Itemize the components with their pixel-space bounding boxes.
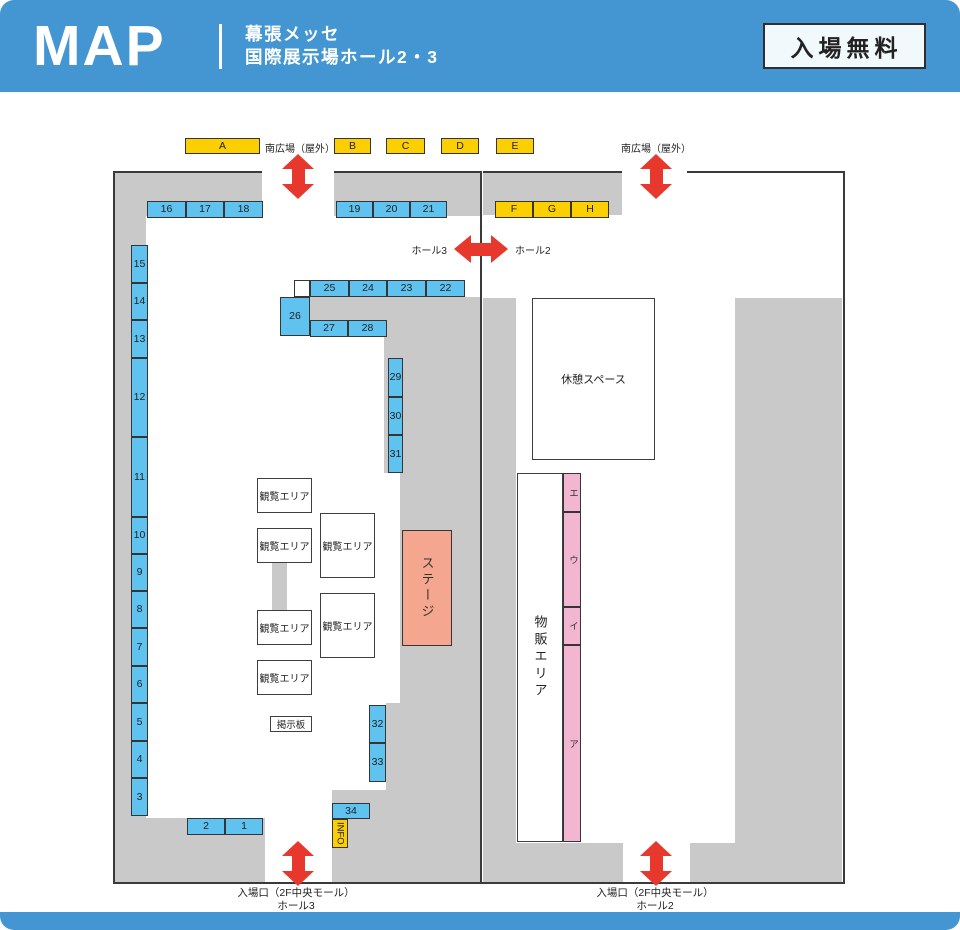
map-border <box>334 171 481 173</box>
map-border <box>113 882 845 884</box>
venue-name: 幕張メッセ 国際展示場ホール2・3 <box>245 23 438 69</box>
viewing-area-box: 観覧エリア <box>320 593 375 658</box>
booth-15: 15 <box>131 245 148 283</box>
booth-D: D <box>441 138 479 154</box>
hall-corridor-arrow <box>454 235 508 263</box>
booth-31: 31 <box>388 435 403 473</box>
info-label: INFO <box>334 822 346 845</box>
booth-G: G <box>533 201 571 218</box>
booth-1: 1 <box>225 818 263 835</box>
viewing-area-box: 観覧エリア <box>320 513 375 578</box>
bulletin-board-label: 掲示板 <box>276 720 306 731</box>
wall <box>483 843 623 883</box>
booth-7: 7 <box>131 628 148 666</box>
wall <box>735 298 842 883</box>
booth-2: 2 <box>187 818 225 835</box>
booth-16: 16 <box>147 201 186 218</box>
booth-10: 10 <box>131 517 148 554</box>
south-plaza-label-right: 南広場（屋外） <box>621 144 691 155</box>
viewing-area-box: 観覧エリア <box>257 478 312 513</box>
booth-17: 17 <box>186 201 224 218</box>
booth-18: 18 <box>224 201 263 218</box>
booth-F: F <box>495 201 533 218</box>
south-plaza-arrow-left <box>282 154 314 199</box>
booth-22: 22 <box>426 280 465 297</box>
viewing-area-box: 観覧エリア <box>257 610 312 645</box>
hall3-corridor-label: ホール3 <box>411 246 447 257</box>
wall <box>483 298 516 843</box>
hall2-corridor-label: ホール2 <box>515 246 551 257</box>
booth-23: 23 <box>387 280 426 297</box>
stage: ステージ <box>402 530 452 646</box>
booth-19: 19 <box>336 201 373 218</box>
booth-21: 21 <box>410 201 447 218</box>
booth-28: 28 <box>348 320 387 337</box>
booth-29: 29 <box>388 358 403 397</box>
entrance-line2: ホール3 <box>277 899 315 912</box>
map-border <box>843 171 845 884</box>
booth-unlabeled <box>294 280 310 297</box>
hall-divider-line <box>480 171 482 884</box>
booth-5: 5 <box>131 703 148 741</box>
goods-area: 物販エリア <box>517 473 563 842</box>
booth-24: 24 <box>349 280 387 297</box>
booth-26: 26 <box>280 297 310 336</box>
map-border <box>114 171 262 173</box>
booth-E: E <box>496 138 534 154</box>
map-border <box>113 171 115 884</box>
map-border <box>687 171 845 173</box>
wall <box>310 297 481 320</box>
booth-3: 3 <box>131 778 148 816</box>
booth-6: 6 <box>131 666 148 703</box>
booth-27: 27 <box>310 320 348 337</box>
booth-4: 4 <box>131 741 148 778</box>
venue-line2: 国際展示場ホール2・3 <box>245 47 439 67</box>
viewing-area-box: 観覧エリア <box>257 528 312 563</box>
stage-label: ステージ <box>419 556 435 620</box>
goods-cell-ア: ア <box>563 645 581 842</box>
booth-C: C <box>386 138 425 154</box>
booth-25: 25 <box>310 280 349 297</box>
goods-cell-イ: イ <box>563 607 581 645</box>
entrance-line1: 入場口（2F中央モール） <box>237 887 355 899</box>
booth-9: 9 <box>131 554 148 591</box>
booth-H: H <box>571 201 609 218</box>
entrance-label-hall3: 入場口（2F中央モール） ホール3 <box>210 887 382 912</box>
map-border <box>483 171 622 173</box>
goods-area-label: 物販エリア <box>532 615 548 700</box>
booth-33: 33 <box>369 743 386 782</box>
wall <box>386 703 481 790</box>
venue-line1: 幕張メッセ <box>245 24 340 44</box>
goods-cell-エ: エ <box>563 473 581 512</box>
entrance-line2: ホール2 <box>636 899 674 912</box>
booth-14: 14 <box>131 283 148 320</box>
admission-badge: 入場無料 <box>763 23 926 69</box>
booth-20: 20 <box>373 201 410 218</box>
map-logo: MAP <box>33 14 166 78</box>
entrance-arrow-hall2 <box>640 841 672 886</box>
booth-B: B <box>334 138 371 154</box>
viewing-area-connector <box>272 563 287 610</box>
entrance-label-hall2: 入場口（2F中央モール） ホール2 <box>569 887 741 912</box>
booth-34: 34 <box>332 803 370 819</box>
header-divider <box>219 24 222 69</box>
entrance-line1: 入場口（2F中央モール） <box>596 887 714 899</box>
entrance-arrow-hall3 <box>282 841 314 886</box>
booth-32: 32 <box>369 705 386 743</box>
goods-cell-ウ: ウ <box>563 512 581 607</box>
south-plaza-label-left: 南広場（屋外） <box>265 144 335 155</box>
rest-space: 休憩スペース <box>532 298 655 460</box>
south-plaza-arrow-right <box>640 154 672 199</box>
booth-8: 8 <box>131 591 148 628</box>
rest-space-label: 休憩スペース <box>561 374 626 386</box>
info-booth: INFO <box>332 819 348 848</box>
booth-11: 11 <box>131 437 148 517</box>
booth-13: 13 <box>131 320 148 358</box>
viewing-area-box: 観覧エリア <box>257 660 312 695</box>
bulletin-board: 掲示板 <box>270 716 312 732</box>
booth-A: A <box>185 138 260 154</box>
booth-30: 30 <box>388 397 403 435</box>
booth-12: 12 <box>131 358 148 437</box>
